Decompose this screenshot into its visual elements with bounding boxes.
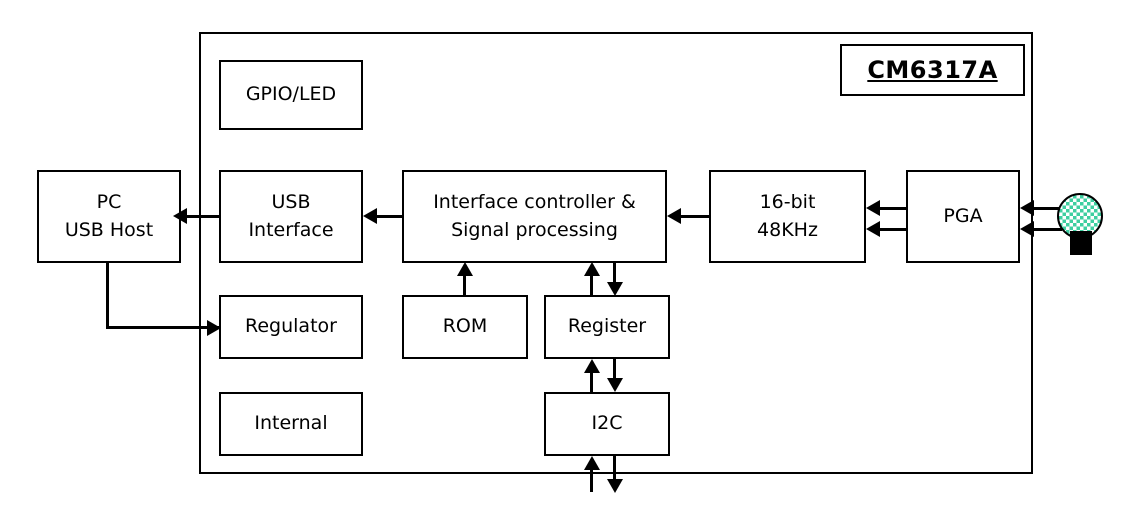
block-rom: ROM bbox=[402, 295, 528, 359]
block-regulator-label: Regulator bbox=[245, 315, 337, 338]
block-internal: Internal bbox=[219, 392, 363, 456]
block-interface-controller-line1: Interface controller & bbox=[433, 190, 636, 213]
microphone-icon bbox=[1057, 193, 1109, 255]
block-interface-controller-line2: Signal processing bbox=[451, 218, 618, 241]
block-i2c-label: I2C bbox=[591, 412, 623, 435]
connector-pga-to-adc-upper bbox=[874, 207, 906, 210]
block-register: Register bbox=[544, 295, 670, 359]
block-pga: PGA bbox=[906, 170, 1020, 263]
connector-i2c-external-down bbox=[613, 456, 616, 482]
connector-mic-to-pga-upper bbox=[1028, 207, 1062, 210]
page-title: CM6317A bbox=[867, 56, 998, 84]
block-adc: 16-bit 48KHz bbox=[709, 170, 866, 263]
arrowhead-controller-to-register bbox=[607, 282, 623, 296]
block-rom-label: ROM bbox=[442, 315, 488, 338]
block-interface-controller: Interface controller & Signal processing bbox=[402, 170, 667, 263]
connector-i2c-external-up bbox=[590, 466, 593, 492]
arrowhead-i2c-external-in bbox=[584, 456, 600, 470]
connector-adc-to-controller bbox=[675, 215, 709, 218]
connector-rom-to-controller bbox=[463, 272, 466, 295]
block-gpio-led-label: GPIO/LED bbox=[245, 83, 337, 106]
connector-i2c-to-register-up bbox=[590, 369, 593, 392]
arrowhead-usb-to-pc bbox=[173, 208, 187, 224]
arrowhead-mic-to-pga-lower bbox=[1020, 221, 1034, 237]
arrowhead-i2c-to-register bbox=[584, 359, 600, 373]
chip-title-box: CM6317A bbox=[840, 44, 1025, 96]
connector-pc-to-regulator-vertical bbox=[106, 263, 109, 329]
block-internal-label: Internal bbox=[254, 412, 328, 435]
arrowhead-controller-to-usb bbox=[363, 208, 377, 224]
connector-pga-to-adc-lower bbox=[874, 228, 906, 231]
block-adc-line1: 16-bit bbox=[759, 190, 816, 213]
arrowhead-register-to-i2c bbox=[607, 378, 623, 392]
arrowhead-pga-to-adc-lower bbox=[866, 221, 880, 237]
block-pga-label: PGA bbox=[943, 204, 983, 227]
connector-mic-to-pga-lower bbox=[1028, 228, 1062, 231]
chip-boundary bbox=[199, 32, 1033, 474]
arrowhead-rom-to-controller bbox=[457, 262, 473, 276]
arrowhead-register-to-controller bbox=[584, 262, 600, 276]
block-regulator: Regulator bbox=[219, 295, 363, 359]
block-pc-usb-host: PC USB Host bbox=[37, 170, 181, 263]
microphone-base bbox=[1070, 231, 1092, 255]
block-register-label: Register bbox=[567, 315, 647, 338]
connector-pc-to-regulator-horizontal bbox=[106, 326, 219, 329]
block-adc-line2: 48KHz bbox=[757, 218, 818, 241]
arrowhead-i2c-external-out bbox=[607, 479, 623, 493]
connector-register-to-i2c-down bbox=[613, 359, 616, 381]
connector-register-to-controller-up bbox=[590, 272, 593, 295]
block-usb-interface: USB Interface bbox=[219, 170, 363, 263]
arrowhead-adc-to-controller bbox=[667, 208, 681, 224]
arrowhead-pga-to-adc-upper bbox=[866, 200, 880, 216]
connector-controller-to-register-down bbox=[613, 263, 616, 285]
connector-usb-interface-to-pc bbox=[181, 215, 219, 218]
block-pc-usb-host-line2: USB Host bbox=[64, 218, 154, 241]
connector-controller-to-usb-interface bbox=[371, 215, 402, 218]
block-usb-interface-line1: USB bbox=[271, 190, 311, 213]
block-i2c: I2C bbox=[544, 392, 670, 456]
block-usb-interface-line2: Interface bbox=[248, 218, 334, 241]
block-gpio-led: GPIO/LED bbox=[219, 60, 363, 130]
arrowhead-pc-to-regulator bbox=[207, 320, 221, 336]
block-pc-usb-host-line1: PC bbox=[96, 190, 122, 213]
arrowhead-mic-to-pga-upper bbox=[1020, 200, 1034, 216]
